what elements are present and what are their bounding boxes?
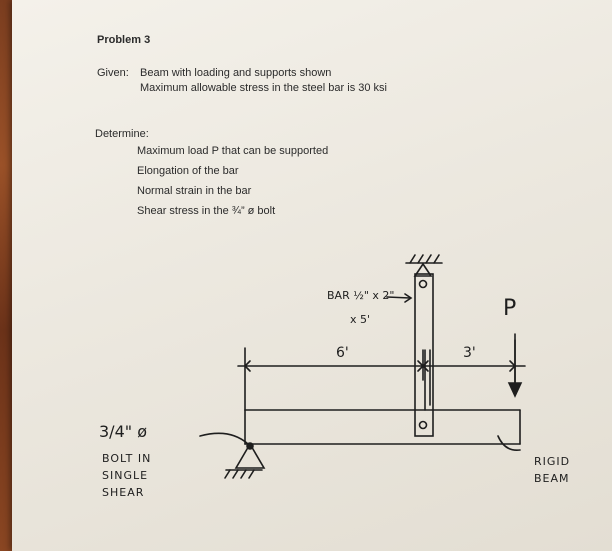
problem-title: Problem 3: [97, 34, 151, 46]
dimension-left: 6': [336, 345, 349, 361]
paper-sheet: [12, 0, 612, 551]
bolt-label-line: SINGLE: [102, 469, 149, 482]
bar-bottom-pin-icon: [418, 420, 428, 430]
beam-label-line: BEAM: [534, 472, 570, 485]
bar-top-pin-icon: [418, 279, 428, 289]
pin-support-icon: [234, 442, 266, 469]
determine-item: Normal strain in the bar: [137, 185, 252, 197]
bar-length-label: x 5': [350, 313, 371, 326]
steel-bar: [414, 273, 434, 437]
given-label: Given:: [97, 67, 129, 79]
determine-label: Determine:: [95, 128, 149, 140]
given-line-2: Maximum allowable stress in the steel ba…: [140, 82, 387, 94]
determine-item: Maximum load P that can be supported: [137, 145, 329, 157]
bolt-size-label: 3/4" ø: [99, 422, 147, 441]
wood-table-edge: [0, 0, 14, 551]
bolt-label-line: SHEAR: [102, 486, 145, 499]
arrow-head-icon: [507, 382, 523, 398]
bolt-leader: [199, 432, 249, 445]
determine-item: Elongation of the bar: [137, 165, 239, 177]
load-label: P: [503, 296, 517, 321]
determine-item: Shear stress in the ¾” ø bolt: [137, 205, 276, 217]
given-line-1: Beam with loading and supports shown: [140, 67, 332, 79]
beam-label-line: RIGID: [534, 455, 571, 468]
bolt-label-line: BOLT IN: [102, 452, 152, 465]
ceiling-pin-triangle: [413, 262, 433, 277]
beam-leader: [497, 435, 521, 452]
dimension-right: 3': [463, 345, 476, 361]
bar-label: BAR ½" x 2": [327, 289, 395, 302]
